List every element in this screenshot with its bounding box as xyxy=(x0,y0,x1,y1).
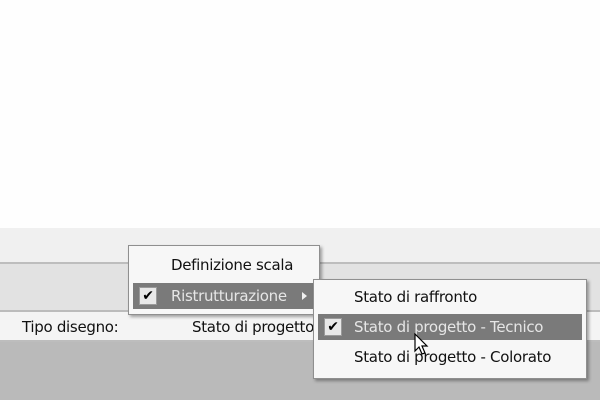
submenu-item-progetto-colorato[interactable]: Stato di progetto - Colorato xyxy=(318,344,582,370)
menu-item-definizione-scala[interactable]: Definizione scala xyxy=(133,252,315,278)
menu-item-ristrutturazione[interactable]: ✔ Ristrutturazione xyxy=(133,283,315,309)
menu-item-label: Definizione scala xyxy=(171,256,294,274)
drawing-type-value[interactable]: Stato di progetto xyxy=(192,318,315,336)
submenu-item-stato-raffronto[interactable]: Stato di raffronto xyxy=(318,284,582,310)
menu-item-label: Stato di raffronto xyxy=(354,288,477,306)
submenu: Stato di raffronto ✔ Stato di progetto -… xyxy=(313,279,587,379)
mouse-cursor-icon xyxy=(414,333,429,355)
menu-item-label: Stato di progetto - Colorato xyxy=(354,348,552,366)
menu-item-label: Stato di progetto - Tecnico xyxy=(354,318,544,336)
context-menu: Definizione scala ✔ Ristrutturazione xyxy=(128,245,320,315)
menu-item-label: Ristrutturazione xyxy=(171,287,287,305)
check-icon: ✔ xyxy=(324,318,342,336)
check-icon: ✔ xyxy=(139,287,157,305)
submenu-item-progetto-tecnico[interactable]: ✔ Stato di progetto - Tecnico xyxy=(318,314,582,340)
submenu-arrow-icon xyxy=(302,292,307,300)
drawing-type-label: Tipo disegno: xyxy=(22,318,119,336)
drawing-canvas[interactable] xyxy=(0,0,600,228)
